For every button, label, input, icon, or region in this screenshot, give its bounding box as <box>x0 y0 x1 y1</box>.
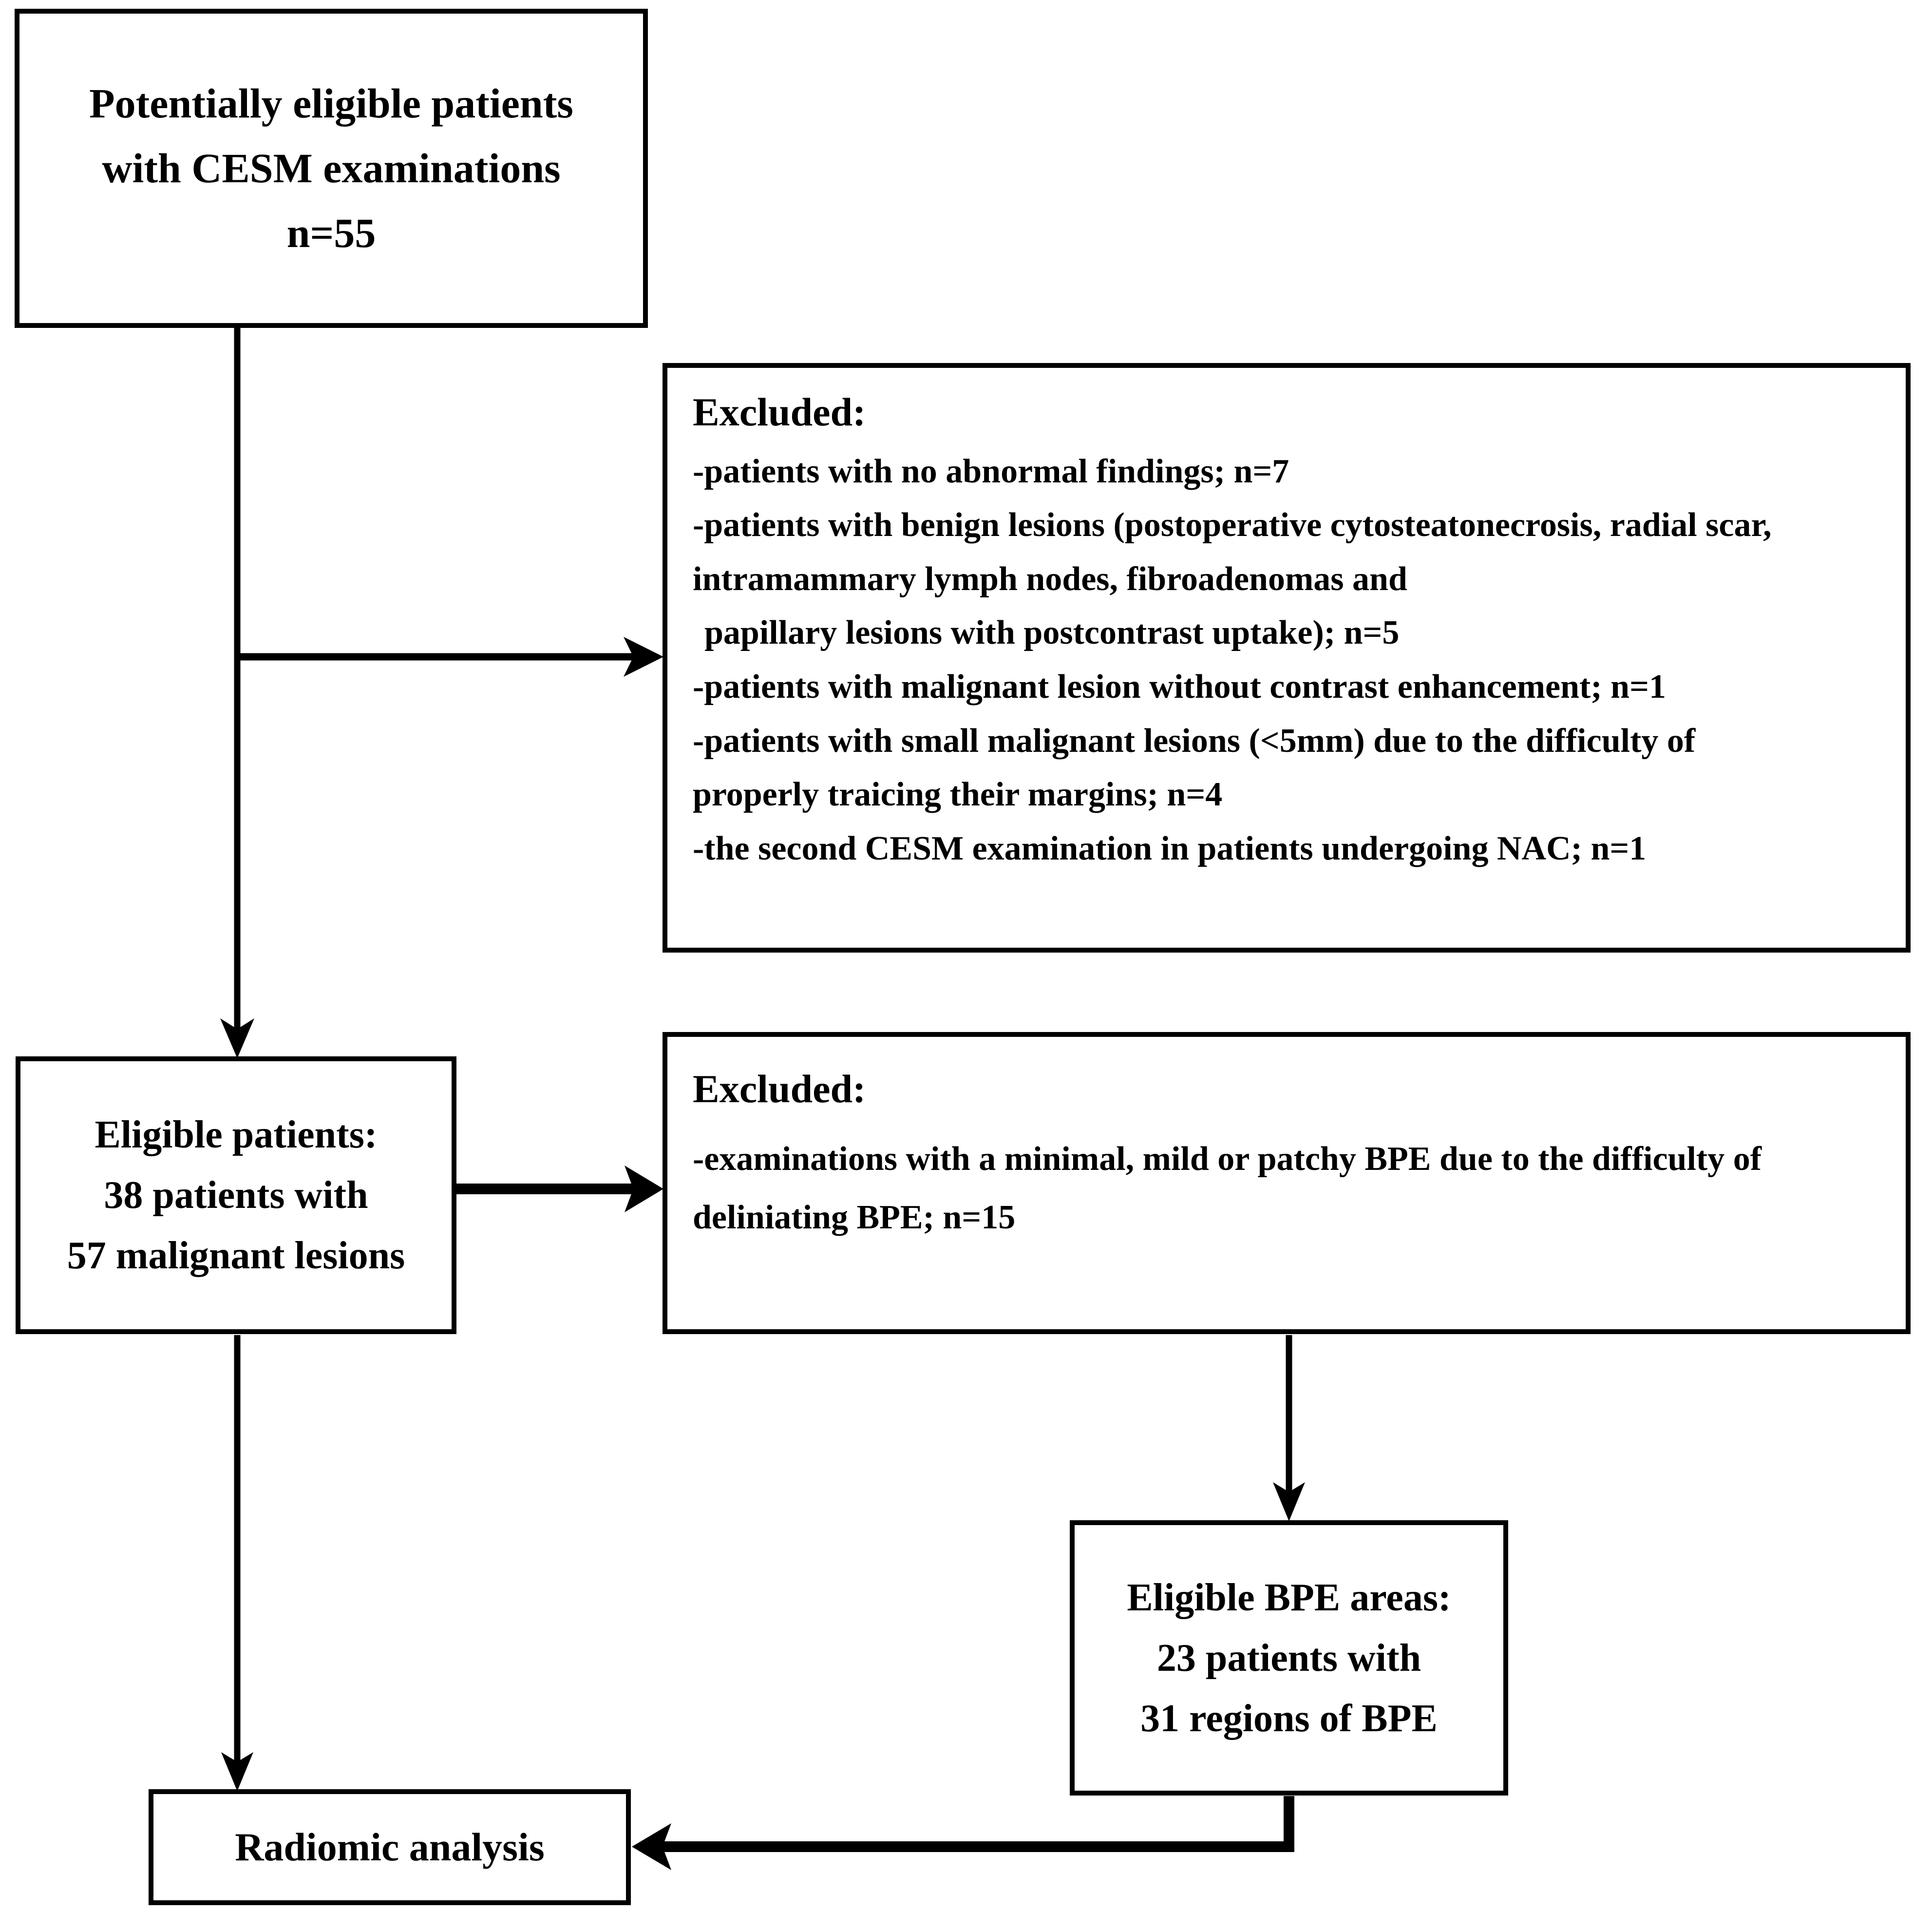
excluded-heading: Excluded: <box>693 390 866 434</box>
excluded-item: -patients with malignant lesion without … <box>693 668 1666 706</box>
node-line: n=55 <box>286 210 376 257</box>
excluded-item: -patients with benign lesions (postopera… <box>693 506 1772 544</box>
excluded-item-cont: papillary lesions with postcontrast upta… <box>704 614 1400 652</box>
node-line: 38 patients with <box>104 1174 368 1217</box>
node-eligible-patients: Eligible patients: 38 patients with 57 m… <box>16 1056 456 1334</box>
node-potentially-eligible-patients: Potentially eligible patients with CESM … <box>15 9 648 328</box>
arrow-eligible-patients-to-excluded-2 <box>456 1166 663 1212</box>
excluded-item-cont: properly traicing their margins; n=4 <box>693 776 1223 814</box>
node-line: Potentially eligible patients <box>89 79 573 127</box>
arrow-trunk-to-excluded-1 <box>237 637 663 677</box>
node-excluded-first: Excluded: -patients with no abnormal fin… <box>663 363 1911 953</box>
node-body: Eligible BPE areas: 23 patients with 31 … <box>1075 1525 1503 1791</box>
node-body: Potentially eligible patients with CESM … <box>19 14 643 323</box>
node-line: 31 regions of BPE <box>1140 1697 1438 1740</box>
node-body: Excluded: -examinations with a minimal, … <box>667 1037 1906 1329</box>
node-body: Radiomic analysis <box>153 1794 626 1900</box>
node-excluded-second: Excluded: -examinations with a minimal, … <box>663 1032 1911 1334</box>
node-line: Radiomic analysis <box>235 1825 545 1870</box>
node-line: Eligible patients: <box>95 1113 378 1156</box>
node-line: 23 patients with <box>1156 1636 1421 1680</box>
node-line: with CESM examinations <box>102 144 561 191</box>
arrow-eligible-patients-to-radiomic <box>221 1335 253 1791</box>
excluded-item: -patients with small malignant lesions (… <box>693 722 1696 760</box>
excluded-item-cont: intramammary lymph nodes, fibroadenomas … <box>693 560 1407 598</box>
arrow-potentially-eligible-to-eligible-patients <box>220 327 254 1058</box>
arrow-excluded-2-to-eligible-bpe <box>1273 1335 1305 1521</box>
node-line: Eligible BPE areas: <box>1127 1576 1451 1619</box>
node-body: Excluded: -patients with no abnormal fin… <box>667 368 1906 948</box>
excluded-heading: Excluded: <box>693 1067 866 1111</box>
excluded-item: -patients with no abnormal findings; n=7 <box>693 452 1289 490</box>
excluded-item: -the second CESM examination in patients… <box>693 829 1647 867</box>
arrow-eligible-bpe-to-radiomic <box>632 1796 1294 1870</box>
excluded-item: -examinations with a minimal, mild or pa… <box>693 1140 1762 1178</box>
node-radiomic-analysis: Radiomic analysis <box>149 1789 631 1905</box>
node-line: 57 malignant lesions <box>67 1234 405 1277</box>
node-eligible-bpe-areas: Eligible BPE areas: 23 patients with 31 … <box>1070 1520 1508 1796</box>
node-body: Eligible patients: 38 patients with 57 m… <box>20 1061 452 1329</box>
excluded-item-cont: deliniating BPE; n=15 <box>693 1199 1016 1237</box>
